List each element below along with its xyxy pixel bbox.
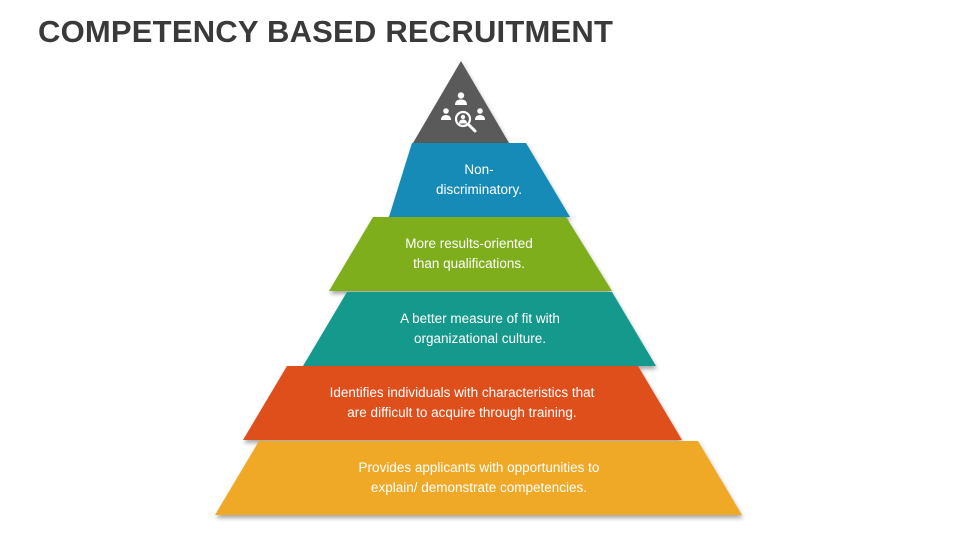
tier-1-text: Non- discriminatory.	[435, 162, 523, 197]
tier-3-text: A better measure of fit with organizatio…	[400, 311, 560, 346]
pyramid-tier-2	[329, 217, 612, 291]
page-title: COMPETENCY BASED RECRUITMENT	[38, 14, 614, 49]
tier-5-text: Provides applicants with opportunities t…	[358, 460, 600, 495]
pyramid-tier-1	[389, 143, 570, 217]
pyramid-tier-5	[215, 441, 742, 515]
pyramid-tier-4	[243, 366, 682, 440]
pyramid-tier-3	[303, 292, 656, 366]
tier-4-text: Identifies individuals with characterist…	[329, 385, 595, 420]
people-search-icon	[441, 92, 485, 133]
tier-2-text: More results-oriented than qualification…	[405, 236, 533, 271]
